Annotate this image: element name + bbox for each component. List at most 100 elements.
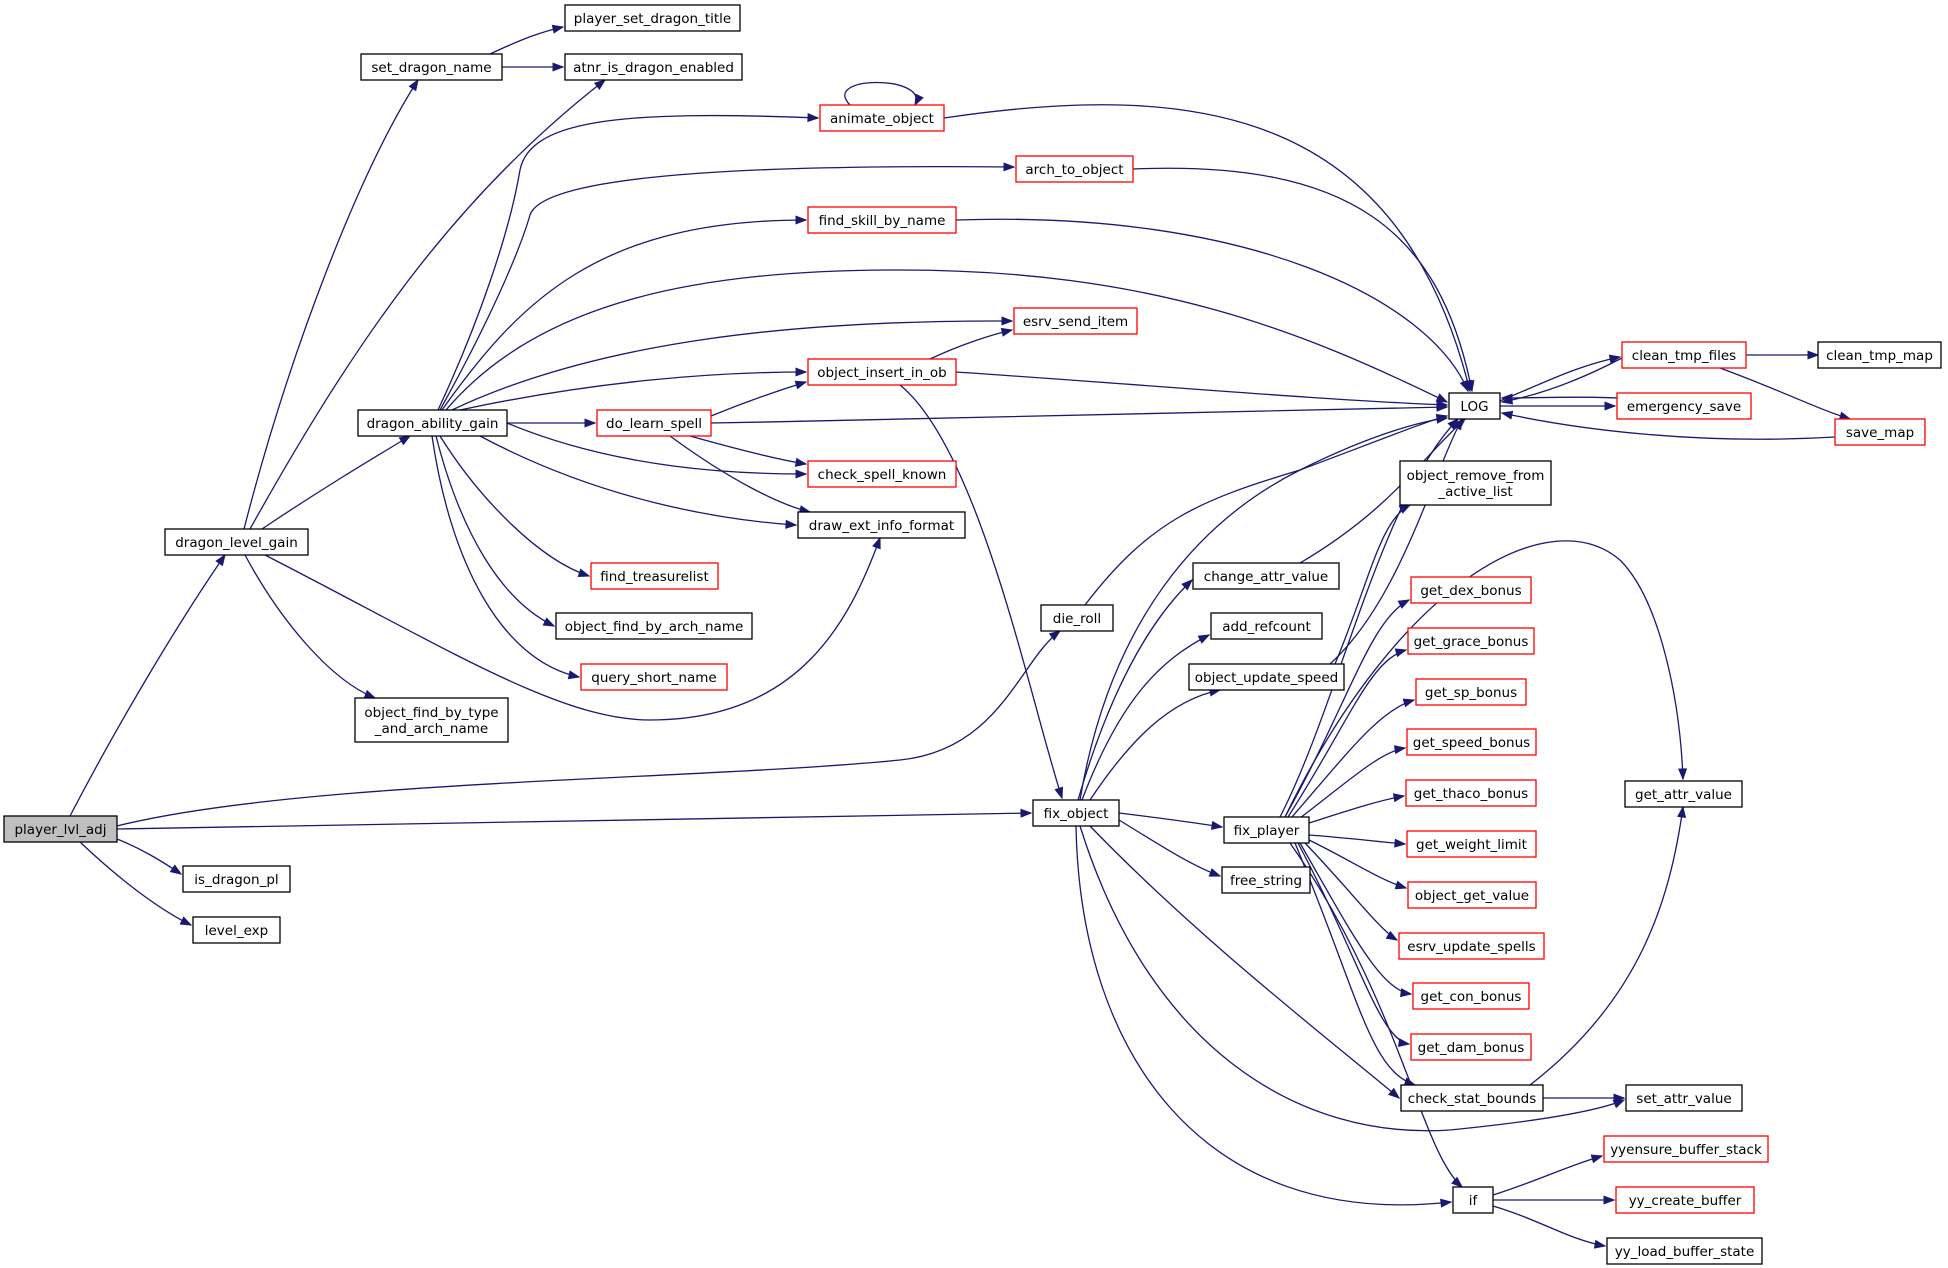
node-find_skill_by_name[interactable]: find_skill_by_name: [807, 206, 957, 234]
node-dragon_level_gain[interactable]: dragon_level_gain: [164, 528, 309, 556]
edge-line: [1329, 418, 1463, 665]
node-clean_tmp_files[interactable]: clean_tmp_files: [1621, 341, 1747, 369]
arrowhead: [1400, 988, 1413, 998]
edge-line: [1279, 418, 1459, 818]
edge-object_insert_in_ob-to-fix_object: [899, 384, 1064, 800]
arrowhead: [1054, 786, 1064, 800]
edge-line: [1529, 806, 1684, 1086]
node-add_refcount[interactable]: add_refcount: [1210, 612, 1323, 640]
edge-dragon_level_gain-to-draw_ext_info_format: [264, 536, 881, 721]
edge-fix_player-to-esrv_update_spells: [1304, 842, 1399, 941]
node-check_spell_known[interactable]: check_spell_known: [807, 460, 957, 488]
node-player_lvl_adj[interactable]: player_lvl_adj: [3, 815, 118, 843]
node-box: [1400, 1084, 1544, 1112]
node-get_dam_bonus[interactable]: get_dam_bonus: [1410, 1033, 1532, 1061]
edge-fix_object-to-if: [1075, 825, 1453, 1208]
node-yyensure_buffer_stack[interactable]: yyensure_buffer_stack: [1603, 1135, 1769, 1163]
node-animate_object[interactable]: animate_object: [819, 104, 945, 132]
node-label: free_string: [1230, 873, 1302, 889]
node-draw_ext_info_format[interactable]: draw_ext_info_format: [797, 511, 966, 539]
edge-LOG-to-emergency_save: [1500, 401, 1617, 411]
node-emergency_save[interactable]: emergency_save: [1616, 392, 1752, 420]
node-box: [1015, 155, 1134, 183]
node-box: [564, 53, 743, 81]
node-label: emergency_save: [1627, 399, 1741, 415]
edge-line: [844, 81, 918, 106]
node-get_thaco_bonus[interactable]: get_thaco_bonus: [1405, 779, 1537, 807]
edge-line: [264, 537, 881, 721]
arrowhead: [1678, 768, 1688, 781]
node-do_learn_spell[interactable]: do_learn_spell: [596, 409, 712, 437]
node-save_map[interactable]: save_map: [1834, 418, 1926, 446]
node-player_set_dragon_title[interactable]: player_set_dragon_title: [564, 4, 741, 32]
node-object_find_by_arch_name[interactable]: object_find_by_arch_name: [555, 612, 753, 640]
arrowhead: [1020, 808, 1033, 818]
node-get_grace_bonus[interactable]: get_grace_bonus: [1407, 627, 1535, 655]
edge-line: [1287, 649, 1407, 818]
node-arch_to_object[interactable]: arch_to_object: [1015, 155, 1134, 183]
arrowhead: [1459, 379, 1469, 393]
node-set_attr_value[interactable]: set_attr_value: [1625, 1084, 1743, 1112]
node-fix_object[interactable]: fix_object: [1032, 799, 1120, 827]
edge-line: [1299, 418, 1466, 564]
arrowhead: [1453, 417, 1463, 431]
arrowhead: [1001, 316, 1014, 326]
edge-fix_object-to-fix_player: [1118, 812, 1224, 830]
node-box: [164, 528, 309, 556]
node-object_update_speed[interactable]: object_update_speed: [1188, 663, 1345, 691]
edge-fix_player-to-get_dex_bonus: [1284, 599, 1411, 818]
edge-line: [669, 435, 811, 513]
edge-line: [1297, 842, 1410, 1045]
edge-line: [1501, 357, 1623, 403]
node-die_roll[interactable]: die_roll: [1040, 604, 1114, 632]
node-label: do_learn_spell: [606, 416, 702, 432]
node-label: if: [1469, 1193, 1479, 1209]
node-object_get_value[interactable]: object_get_value: [1407, 881, 1537, 909]
node-is_dragon_pl[interactable]: is_dragon_pl: [182, 865, 291, 893]
node-LOG[interactable]: LOG: [1448, 392, 1501, 420]
edge-object_update_speed-to-object_remove_from_active_list: [1334, 504, 1412, 665]
node-yy_load_buffer_state[interactable]: yy_load_buffer_state: [1606, 1237, 1763, 1265]
node-yy_create_buffer[interactable]: yy_create_buffer: [1615, 1186, 1755, 1214]
arrowhead: [1593, 1239, 1607, 1249]
node-get_speed_bonus[interactable]: get_speed_bonus: [1406, 728, 1537, 756]
node-atnr_is_dragon_enabled[interactable]: atnr_is_dragon_enabled: [564, 53, 743, 81]
node-label: get_speed_bonus: [1413, 735, 1530, 751]
node-esrv_update_spells[interactable]: esrv_update_spells: [1398, 932, 1545, 960]
node-get_con_bonus[interactable]: get_con_bonus: [1412, 982, 1530, 1010]
node-box: [1834, 418, 1926, 446]
node-find_treasurelist[interactable]: find_treasurelist: [590, 562, 719, 590]
node-level_exp[interactable]: level_exp: [192, 916, 281, 944]
arrowhead: [1394, 838, 1407, 848]
node-set_dragon_name[interactable]: set_dragon_name: [360, 53, 503, 81]
arrowhead: [1210, 820, 1224, 830]
edge-line: [929, 329, 1013, 360]
node-change_attr_value[interactable]: change_attr_value: [1192, 562, 1340, 590]
node-label: yyensure_buffer_stack: [1610, 1142, 1762, 1158]
node-clean_tmp_map[interactable]: clean_tmp_map: [1817, 341, 1942, 369]
node-query_short_name[interactable]: query_short_name: [580, 663, 728, 691]
edge-fix_object-to-change_attr_value: [1077, 579, 1194, 801]
node-box: [1616, 392, 1752, 420]
edge-set_dragon_name-to-player_set_dragon_title: [489, 24, 565, 55]
node-get_weight_limit[interactable]: get_weight_limit: [1406, 830, 1537, 858]
node-fix_player[interactable]: fix_player: [1223, 816, 1310, 844]
edge-clean_tmp_files-to-clean_tmp_map: [1746, 350, 1820, 360]
node-esrv_send_item[interactable]: esrv_send_item: [1013, 307, 1138, 335]
node-label: fix_player: [1234, 823, 1300, 839]
edge-fix_player-to-get_dam_bonus: [1297, 842, 1411, 1048]
node-check_stat_bounds[interactable]: check_stat_bounds: [1400, 1084, 1544, 1112]
node-dragon_ability_gain[interactable]: dragon_ability_gain: [357, 409, 508, 437]
node-label: atnr_is_dragon_enabled: [573, 60, 734, 76]
node-object_insert_in_ob[interactable]: object_insert_in_ob: [807, 358, 957, 386]
node-object_remove_from_active_list[interactable]: object_remove_from_active_list: [1399, 460, 1552, 506]
node-box: [1415, 678, 1527, 706]
node-free_string[interactable]: free_string: [1221, 866, 1311, 894]
edge-line: [1492, 1155, 1603, 1196]
node-object_find_by_type_and_arch_name[interactable]: object_find_by_type_and_arch_name: [354, 697, 509, 743]
node-get_sp_bonus[interactable]: get_sp_bonus: [1415, 678, 1527, 706]
node-get_dex_bonus[interactable]: get_dex_bonus: [1410, 576, 1532, 604]
node-if[interactable]: if: [1452, 1186, 1494, 1214]
node-box: [807, 460, 957, 488]
node-get_attr_value[interactable]: get_attr_value: [1624, 780, 1743, 808]
